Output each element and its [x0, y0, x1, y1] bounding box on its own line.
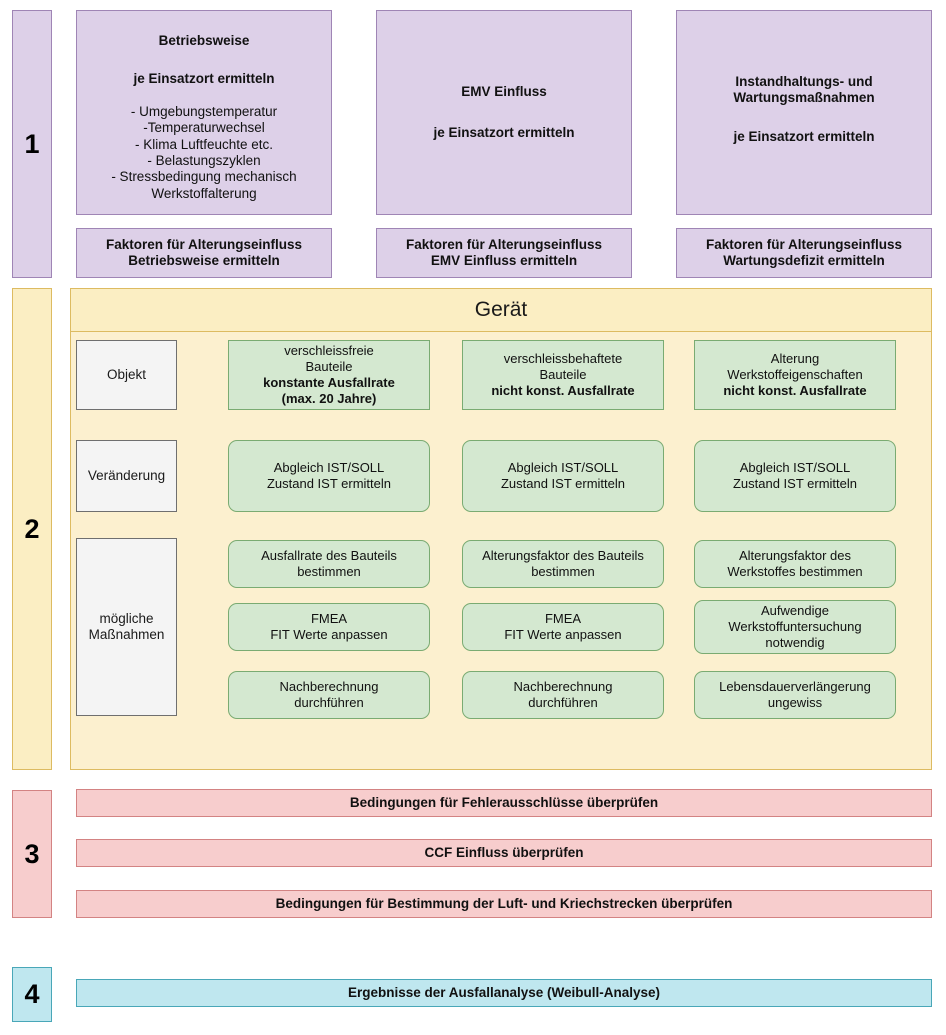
objekt-card-strong: nicht konst. Ausfallrate [491, 382, 635, 398]
stage2-massnahme-card: Lebensdauerverlängerung ungewiss [694, 671, 896, 719]
stage2-veraenderung-card: Abgleich IST/SOLL Zustand IST ermitteln [694, 440, 896, 512]
stage3-bar: Bedingungen für Bestimmung der Luft- und… [76, 890, 932, 918]
objekt-card-strong: konstante Ausfallrate (max. 20 Jahre) [263, 375, 395, 406]
stage2-massnahme-card: FMEA FIT Werte anpassen [228, 603, 430, 651]
stage2-massnahme-card: Aufwendige Werkstoffuntersuchung notwend… [694, 600, 896, 654]
stage2-row-label-veraenderung: Veränderung [76, 440, 177, 512]
stage1-card-subtitle: je Einsatzort ermitteln [433, 124, 575, 140]
objekt-card-text: verschleissbehaftete Bauteile [503, 351, 623, 383]
stage2-massnahme-card: Ausfallrate des Bauteils bestimmen [228, 540, 430, 588]
stage2-row-label-massnahmen: mögliche Maßnahmen [76, 538, 177, 716]
stage1-footer-instandhaltung: Faktoren für Alterungseinfluss Wartungsd… [676, 228, 932, 278]
stage2-massnahme-card: FMEA FIT Werte anpassen [462, 603, 664, 651]
stage1-card-betriebsweise: Betriebsweise je Einsatzort ermitteln - … [76, 10, 332, 215]
stage2-objekt-card: Alterung Werkstoffeigenschaften nicht ko… [694, 340, 896, 410]
stage2-veraenderung-card: Abgleich IST/SOLL Zustand IST ermitteln [462, 440, 664, 512]
stage1-card-subtitle: je Einsatzort ermitteln [133, 71, 275, 87]
stage2-massnahme-card: Nachberechnung durchführen [462, 671, 664, 719]
objekt-card-text: verschleissfreie Bauteile [284, 343, 374, 375]
stage-marker-2: 2 [12, 288, 52, 770]
stage1-card-title: Instandhaltungs- und Wartungsmaßnahmen [733, 73, 875, 106]
stage-marker-4: 4 [12, 967, 52, 1022]
stage2-massnahme-card: Alterungsfaktor des Bauteils bestimmen [462, 540, 664, 588]
stage1-card-emv: EMV Einfluss je Einsatzort ermitteln [376, 10, 632, 215]
stage2-row-label-objekt: Objekt [76, 340, 177, 410]
stage1-card-bullets: - Umgebungstemperatur -Temperaturwechsel… [111, 103, 297, 201]
stage2-massnahme-card: Alterungsfaktor des Werkstoffes bestimme… [694, 540, 896, 588]
stage-marker-1: 1 [12, 10, 52, 278]
objekt-card-strong: nicht konst. Ausfallrate [723, 382, 867, 398]
stage1-footer-betriebsweise: Faktoren für Alterungseinfluss Betriebsw… [76, 228, 332, 278]
stage2-veraenderung-card: Abgleich IST/SOLL Zustand IST ermitteln [228, 440, 430, 512]
stage3-bar: CCF Einfluss überprüfen [76, 839, 932, 867]
stage2-massnahme-card: Nachberechnung durchführen [228, 671, 430, 719]
stage1-card-title: EMV Einfluss [461, 84, 547, 100]
stage2-objekt-card: verschleissbehaftete Bauteile nicht kons… [462, 340, 664, 410]
objekt-card-text: Alterung Werkstoffeigenschaften [727, 351, 863, 383]
stage1-card-title: Betriebsweise [158, 32, 250, 48]
stage2-header-geraet: Gerät [70, 288, 932, 332]
stage4-bar: Ergebnisse der Ausfallanalyse (Weibull-A… [76, 979, 932, 1007]
stage3-bar: Bedingungen für Fehlerausschlüsse überpr… [76, 789, 932, 817]
stage2-objekt-card: verschleissfreie Bauteile konstante Ausf… [228, 340, 430, 410]
stage1-card-subtitle: je Einsatzort ermitteln [733, 128, 875, 144]
stage-marker-3: 3 [12, 790, 52, 918]
stage1-footer-emv: Faktoren für Alterungseinfluss EMV Einfl… [376, 228, 632, 278]
stage1-card-instandhaltung: Instandhaltungs- und Wartungsmaßnahmen j… [676, 10, 932, 215]
